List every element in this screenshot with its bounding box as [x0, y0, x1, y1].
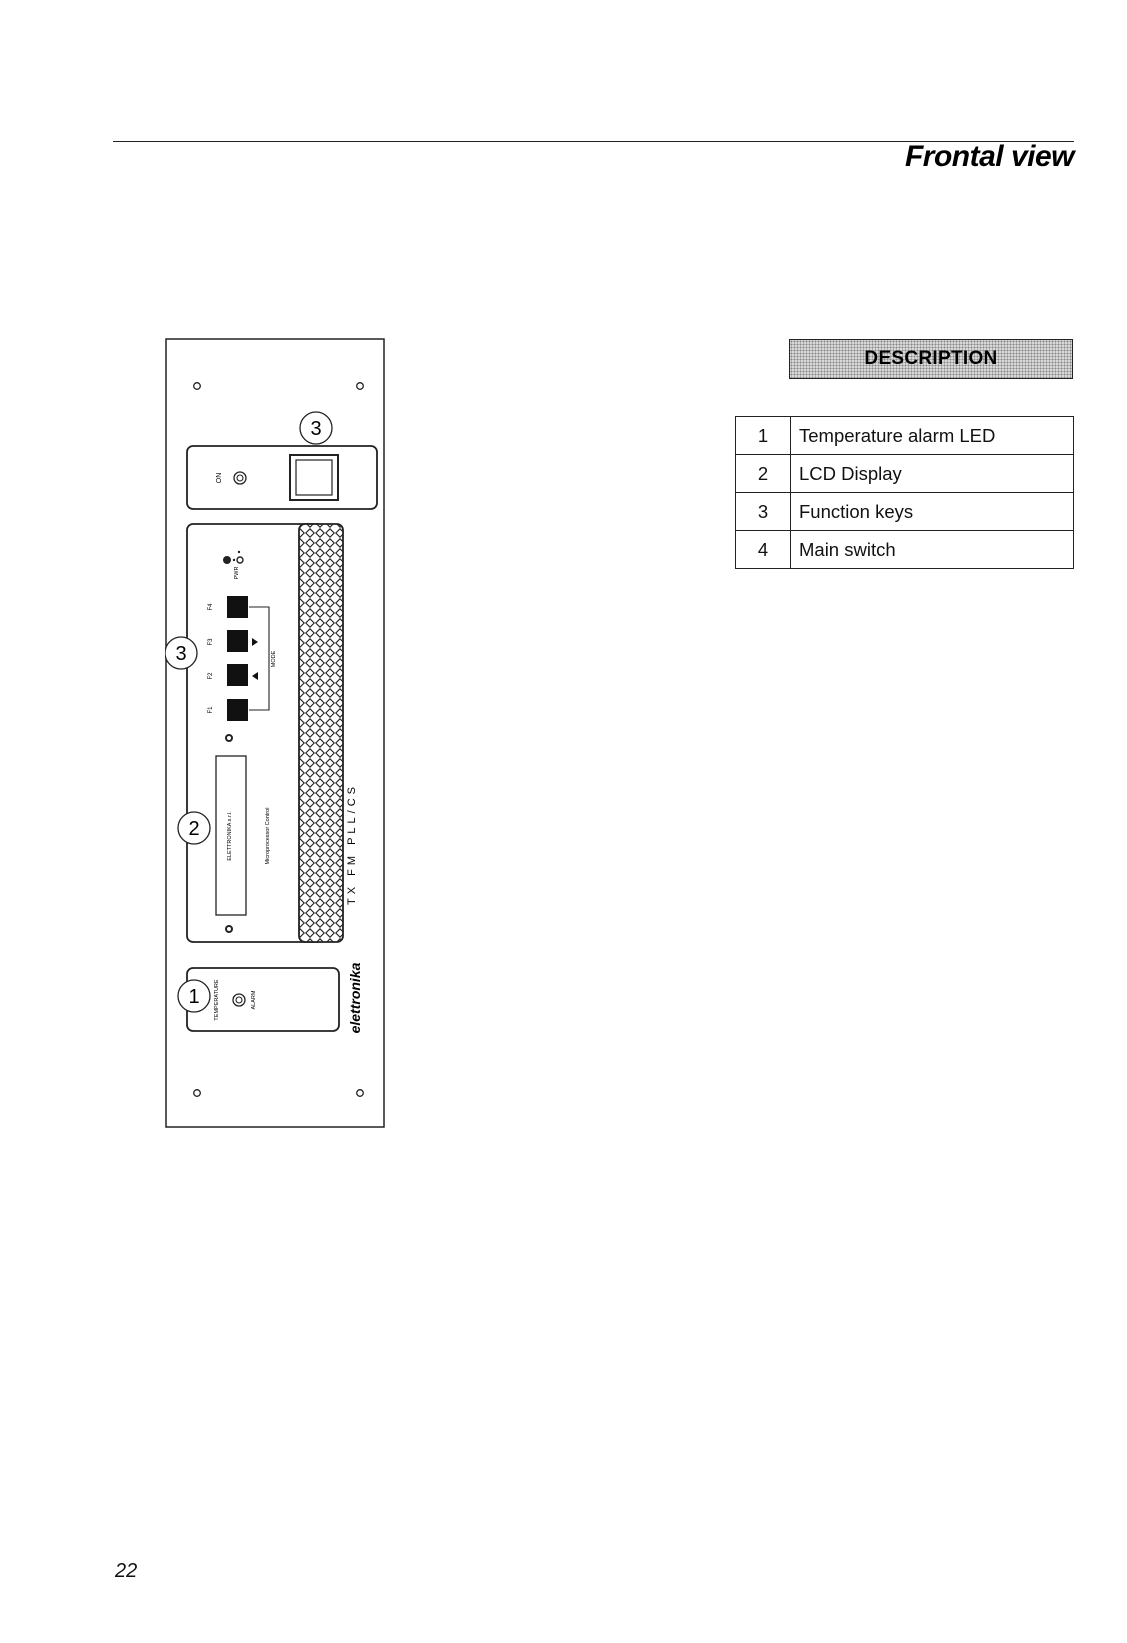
- function-key-f1: [227, 699, 248, 721]
- svg-text:3: 3: [175, 643, 186, 665]
- table-row: 2 LCD Display: [736, 455, 1074, 493]
- table-row: 4 Main switch: [736, 531, 1074, 569]
- item-number: 2: [736, 455, 791, 493]
- pwr-label: PWR: [234, 567, 240, 580]
- mode-label: MODE: [271, 650, 277, 667]
- item-text: LCD Display: [791, 455, 1074, 493]
- svg-text:1: 1: [188, 986, 199, 1008]
- callout-1: 1: [178, 980, 210, 1012]
- function-key-f3: [227, 630, 248, 652]
- function-key-f2: [227, 664, 248, 686]
- key-label-f1: F1: [208, 706, 214, 714]
- table-row: 1 Temperature alarm LED: [736, 417, 1074, 455]
- alarm-label: ALARM: [251, 990, 257, 1009]
- pwr-led: [223, 556, 231, 564]
- svg-text:2: 2: [188, 818, 199, 840]
- table-row: 3 Function keys: [736, 493, 1074, 531]
- callout-2: 2: [178, 812, 210, 844]
- description-header: DESCRIPTION: [789, 339, 1073, 379]
- function-key-f4: [227, 596, 248, 618]
- svg-text:3: 3: [310, 418, 321, 440]
- front-panel-drawing: ON PWR F1 F2 F3 F4 MODE ELETTRONIKA s.r.…: [165, 338, 385, 1128]
- key-label-f3: F3: [208, 638, 214, 646]
- model-label: TX FM PLL/CS: [346, 783, 358, 905]
- brand-logo: elettronika: [347, 962, 363, 1033]
- item-number: 3: [736, 493, 791, 531]
- callout-3-keys: 3: [165, 637, 197, 669]
- callout-3-top: 3: [300, 412, 332, 444]
- item-text: Main switch: [791, 531, 1074, 569]
- lcd-line1: ELETTRONIKA s.r.l.: [227, 811, 233, 861]
- on-label: ON: [216, 473, 223, 484]
- temperature-label: TEMPERATURE: [214, 979, 220, 1020]
- page-title: Frontal view: [905, 140, 1074, 174]
- item-text: Function keys: [791, 493, 1074, 531]
- ventilation-grille: [299, 524, 343, 942]
- item-text: Temperature alarm LED: [791, 417, 1074, 455]
- lcd-line2: Microprocessor Control: [265, 808, 271, 865]
- key-label-f4: F4: [208, 603, 214, 611]
- item-number: 4: [736, 531, 791, 569]
- item-number: 1: [736, 417, 791, 455]
- page-number: 22: [115, 1560, 137, 1583]
- description-table: 1 Temperature alarm LED 2 LCD Display 3 …: [735, 416, 1074, 569]
- key-label-f2: F2: [208, 672, 214, 680]
